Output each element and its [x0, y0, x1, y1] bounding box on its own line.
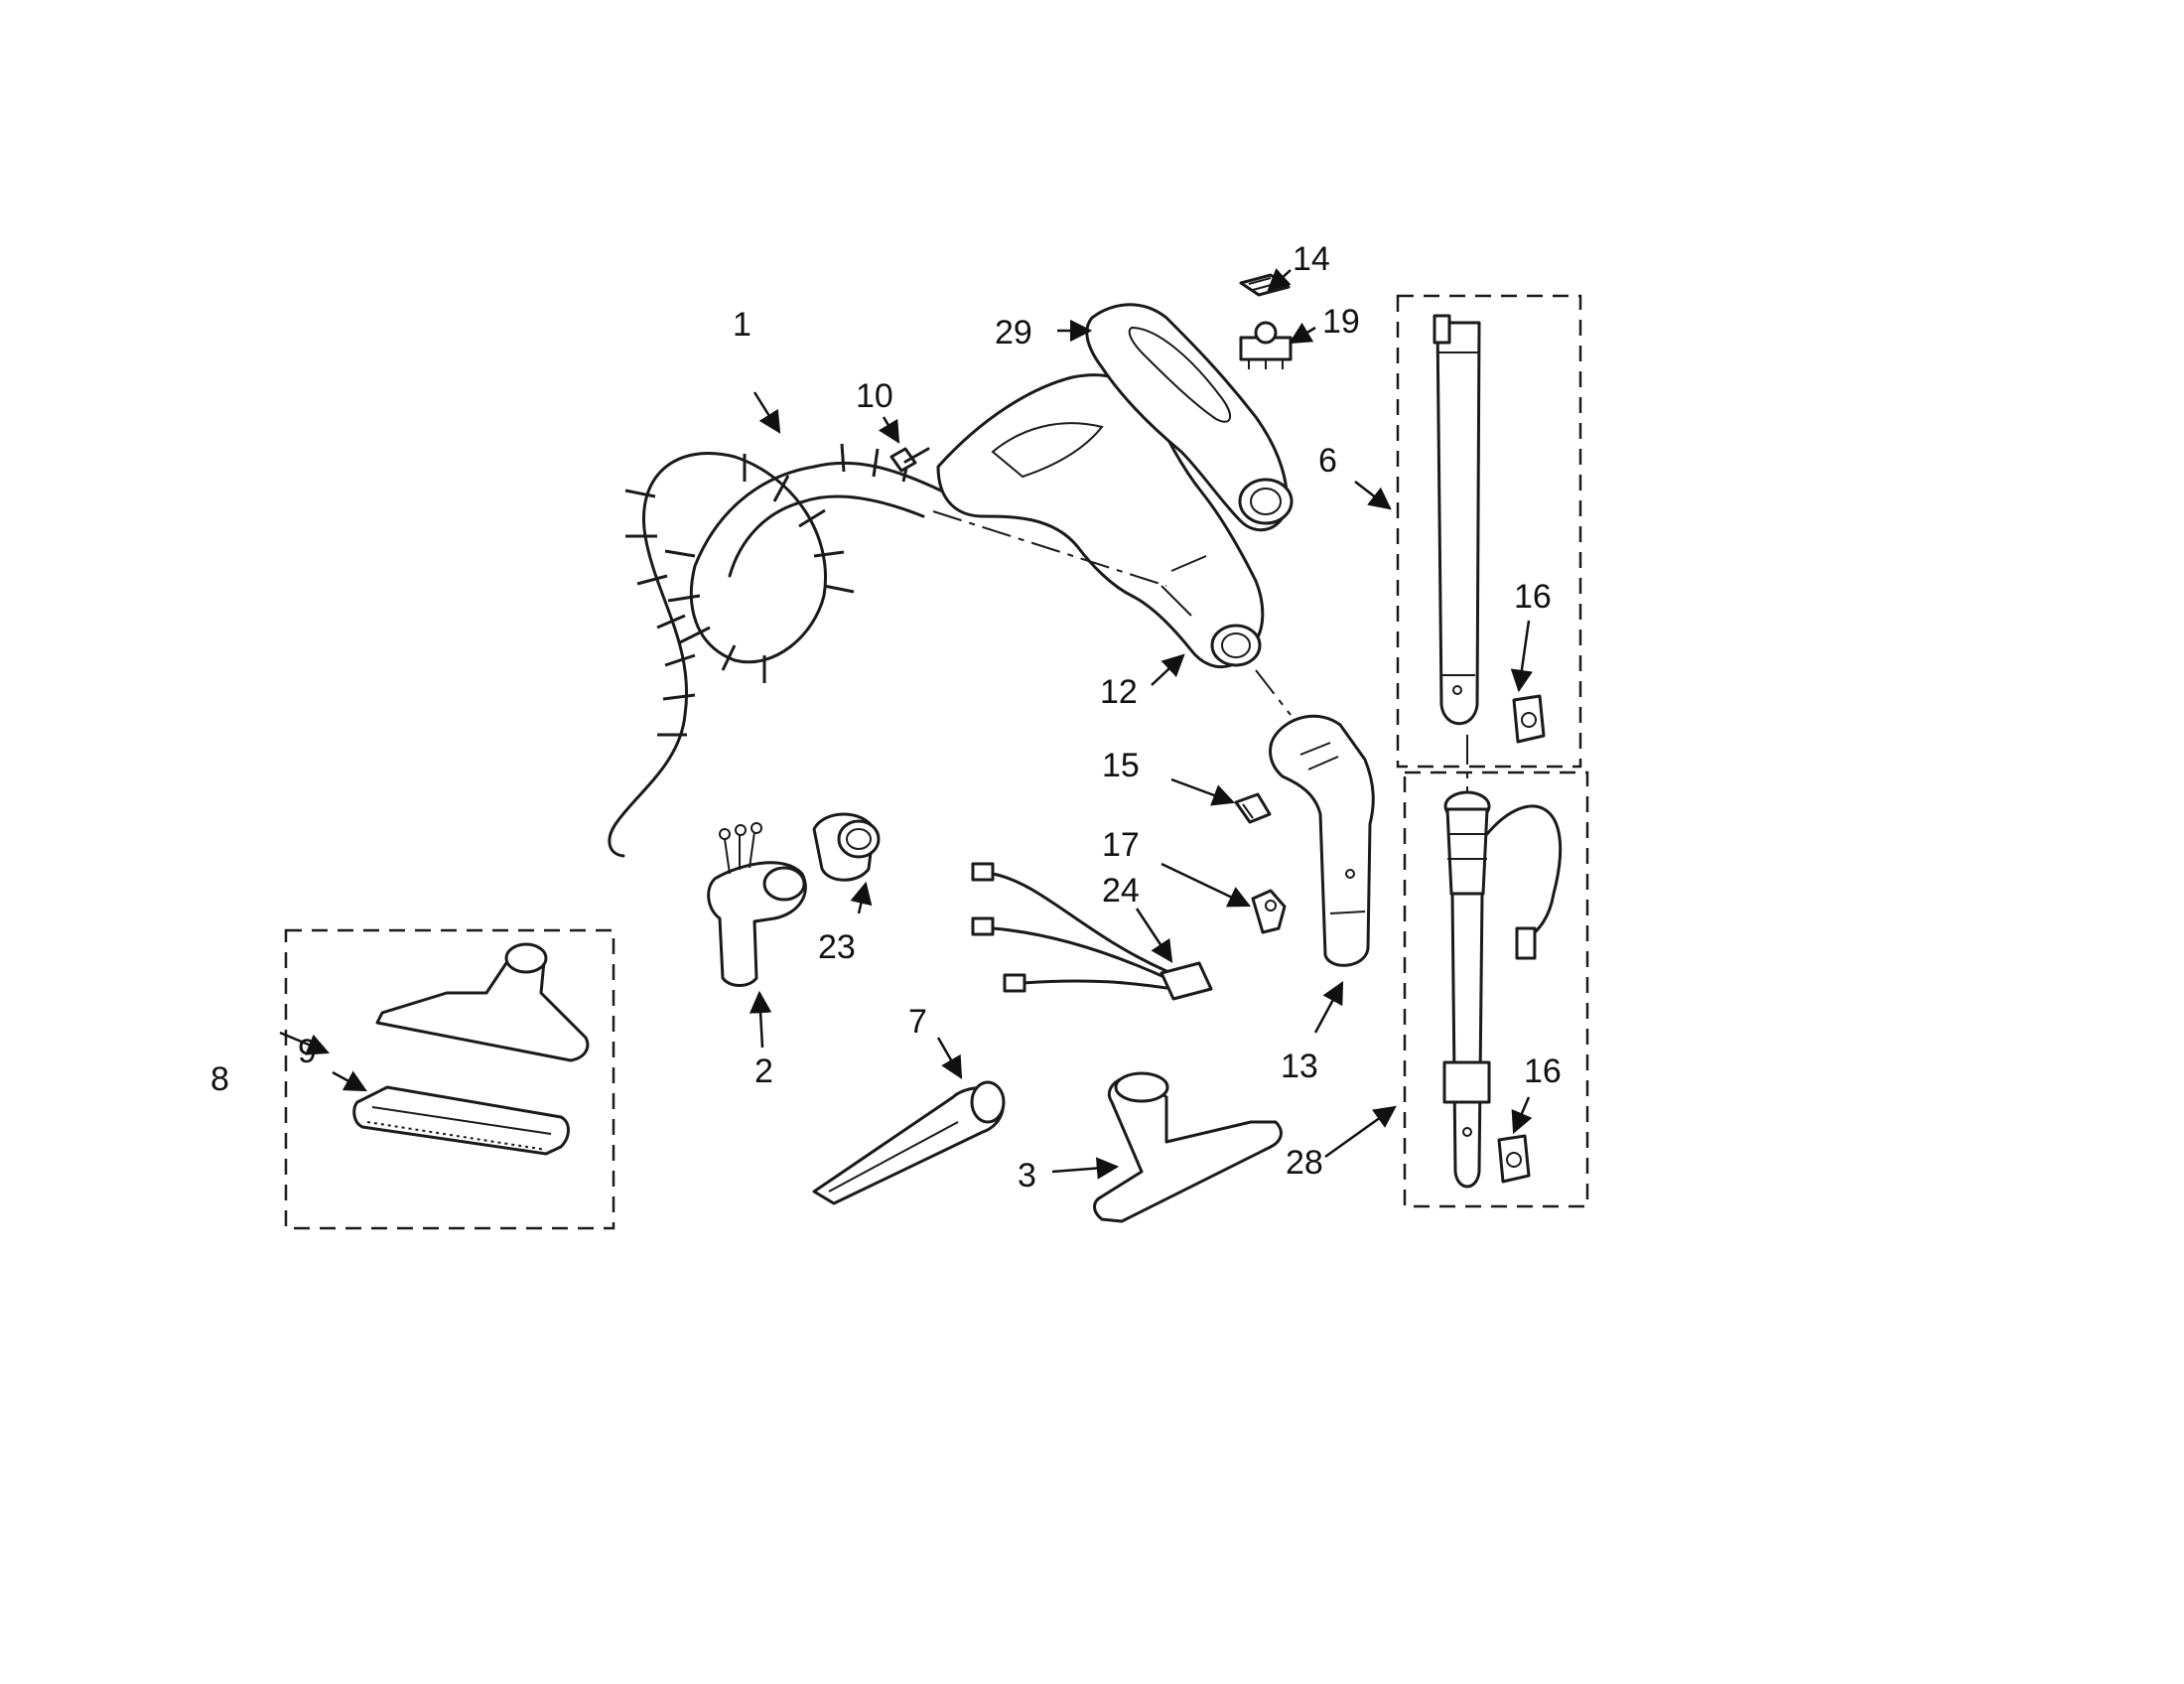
leader-line [1511, 1096, 1533, 1135]
wand-elbow-part [1269, 714, 1375, 967]
callout-17: 17 [1102, 826, 1140, 864]
callout-2: 2 [754, 1052, 773, 1090]
callout-19: 19 [1322, 303, 1360, 341]
callout-23: 23 [818, 928, 856, 966]
callout-3: 3 [1018, 1157, 1036, 1194]
leader-line [752, 391, 781, 434]
leader-line [1324, 1105, 1397, 1159]
callout-6: 6 [1318, 442, 1337, 480]
leader-line [1135, 908, 1173, 963]
brush-part [352, 1085, 570, 1156]
leader-line [749, 990, 772, 1049]
upper-wand-box [1396, 294, 1582, 769]
latch-part [1251, 889, 1287, 934]
callout-16-lower: 16 [1524, 1052, 1562, 1090]
leader-line [1170, 777, 1236, 806]
clip-part [1234, 792, 1272, 824]
upholstery-tool-part [375, 942, 590, 1062]
callout-14: 14 [1293, 240, 1330, 278]
callout-29: 29 [995, 314, 1032, 351]
wand-clip-part [1512, 694, 1546, 744]
callout-24: 24 [1102, 872, 1140, 910]
leader-line [1510, 620, 1534, 693]
leader-line [279, 1031, 331, 1055]
callout-15: 15 [1102, 747, 1140, 784]
callout-16-upper: 16 [1514, 578, 1552, 616]
callout-7: 7 [908, 1003, 927, 1041]
leader-line [1051, 1157, 1120, 1180]
leader-line [878, 416, 900, 444]
callout-28: 28 [1286, 1144, 1323, 1182]
assembly-line [932, 510, 1167, 587]
floor-tool-part [1093, 1071, 1283, 1223]
assembly-line [1255, 669, 1292, 716]
leader-line [1289, 322, 1316, 345]
leader-line [1354, 481, 1392, 510]
leader-line [332, 1070, 367, 1092]
upper-wand-part [1433, 314, 1481, 726]
hose-cuff-part [812, 812, 881, 882]
callout-9: 9 [298, 1033, 317, 1070]
callout-10: 10 [856, 377, 893, 415]
accessory-kit-box [284, 928, 615, 1230]
hose-connector-part [707, 822, 807, 987]
leader-line [936, 1037, 963, 1079]
leader-line [1160, 862, 1252, 908]
leader-line [1151, 653, 1185, 686]
switch-part [1239, 321, 1293, 369]
callout-1: 1 [733, 306, 751, 344]
callout-12: 12 [1100, 673, 1138, 711]
callout-8: 8 [210, 1060, 229, 1098]
leader-line [850, 881, 873, 914]
lower-wand-box [1403, 771, 1589, 1208]
callout-13: 13 [1281, 1048, 1318, 1085]
wand-clip-part [1497, 1134, 1531, 1184]
hose-part [608, 443, 955, 858]
crevice-tool-part [812, 1080, 1006, 1205]
leader-line [1313, 981, 1344, 1034]
screw-part [889, 447, 930, 473]
wire-harness-part [971, 862, 1213, 1001]
leader-line [1267, 268, 1292, 292]
lower-wand-part [1442, 790, 1563, 1189]
handle-upper-part [1085, 303, 1294, 532]
